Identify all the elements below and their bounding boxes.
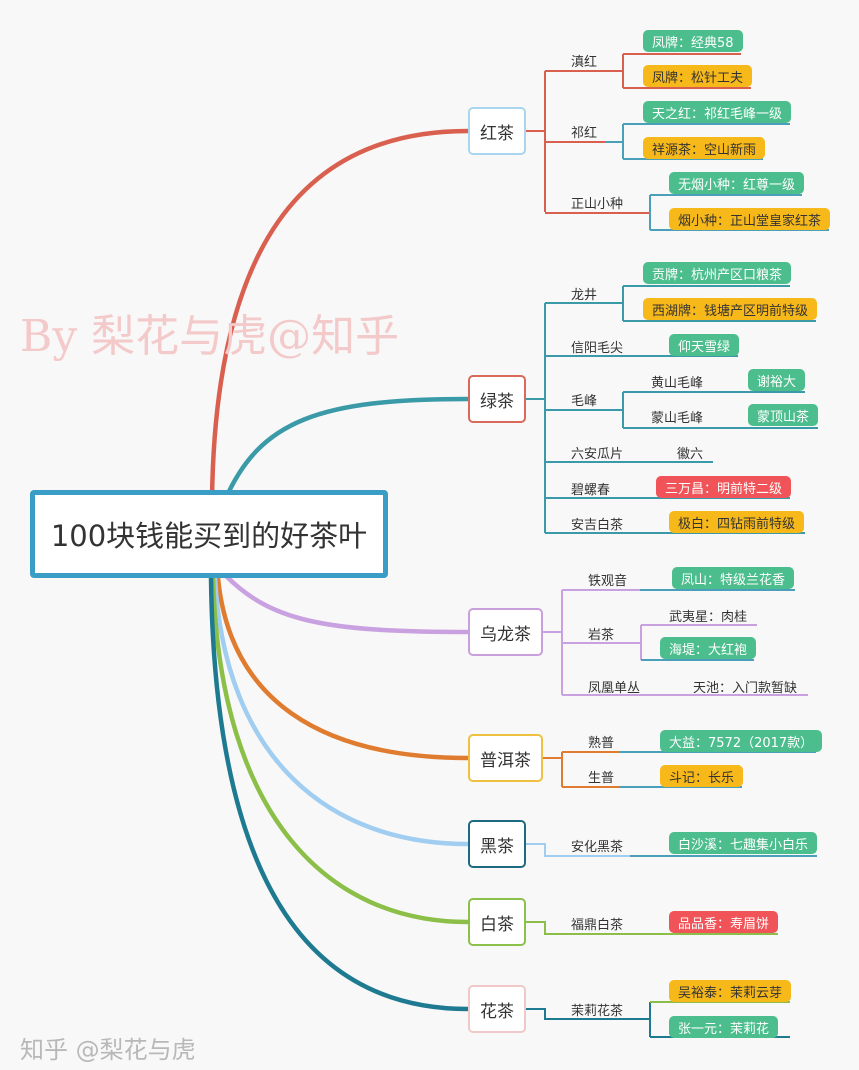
tag-item[interactable]: 海堤：大红袍	[660, 637, 757, 659]
branch-curve-heicha	[212, 575, 471, 847]
watermark: By 梨花与虎@知乎	[20, 311, 400, 362]
sub-shupu[interactable]: 熟普	[588, 736, 615, 751]
sub-huangshanmaofeng[interactable]: 黄山毛峰	[651, 376, 704, 391]
sub-mengshanmaofeng[interactable]: 蒙山毛峰	[651, 411, 704, 426]
branch-curve-wulong	[222, 572, 471, 635]
node-huacha[interactable]: 花茶	[468, 985, 526, 1033]
plain-item[interactable]: 徽六	[677, 447, 704, 462]
sub-longjing[interactable]: 龙井	[571, 288, 598, 303]
sub-fudingbaicha[interactable]: 福鼎白茶	[571, 918, 624, 933]
tag-item[interactable]: 极白：四钻雨前特级	[669, 511, 805, 533]
tag-item[interactable]: 仰天雪绿	[669, 334, 740, 356]
sub-yancha[interactable]: 岩茶	[588, 628, 615, 643]
sub-zhengshanxiaozhong[interactable]: 正山小种	[571, 197, 624, 212]
sub-maofeng[interactable]: 毛峰	[571, 394, 598, 409]
tag-item[interactable]: 白沙溪：七趣集小白乐	[669, 832, 818, 854]
tag-item[interactable]: 蒙顶山茶	[748, 404, 819, 426]
sub-molihuacha[interactable]: 茉莉花茶	[571, 1004, 624, 1019]
tag-item[interactable]: 凤牌：松针工夫	[643, 65, 753, 87]
plain-item[interactable]: 武夷星：肉桂	[669, 610, 748, 625]
branch-curve-huacha	[208, 575, 471, 1012]
tag-item[interactable]: 大益：7572（2017款）	[660, 730, 823, 752]
sub-qihong[interactable]: 祁红	[571, 126, 598, 141]
corner-watermark: 知乎 @梨花与虎	[20, 1036, 196, 1064]
node-wulongcha[interactable]: 乌龙茶	[468, 608, 543, 656]
sub-fenghuangdancong[interactable]: 凤凰单丛	[588, 681, 641, 696]
sub-dianhong[interactable]: 滇红	[571, 55, 598, 70]
sub-xinyangmaojian[interactable]: 信阳毛尖	[571, 341, 624, 356]
tag-item[interactable]: 祥源茶：空山新雨	[643, 137, 766, 159]
branch-curve-lvcha	[222, 396, 471, 503]
tag-item[interactable]: 无烟小种：红尊一级	[669, 172, 805, 194]
branch-curve-baicha	[210, 575, 471, 925]
tag-item[interactable]: 西湖牌：钱塘产区明前特级	[643, 298, 818, 320]
tag-item[interactable]: 品品香：寿眉饼	[669, 911, 779, 933]
sub-anhuaheicha[interactable]: 安化黑茶	[571, 840, 624, 855]
tag-item[interactable]: 吴裕泰：茉莉云芽	[669, 980, 792, 1002]
node-heicha[interactable]: 黑茶	[468, 820, 526, 868]
sub-tieguanyin[interactable]: 铁观音	[588, 574, 628, 589]
root-node[interactable]: 100块钱能买到的好茶叶	[30, 490, 388, 578]
tag-item[interactable]: 贡牌：杭州产区口粮茶	[643, 262, 792, 284]
sub-luanguapian[interactable]: 六安瓜片	[571, 447, 624, 462]
tag-item[interactable]: 谢裕大	[748, 369, 806, 391]
sub-anjibaicha[interactable]: 安吉白茶	[571, 518, 624, 533]
tag-item[interactable]: 烟小种：正山堂皇家红茶	[669, 208, 831, 230]
node-puercha[interactable]: 普洱茶	[468, 734, 543, 782]
branch-curve-puer	[215, 575, 471, 761]
node-hongcha[interactable]: 红茶	[468, 107, 526, 155]
plain-item[interactable]: 天池：入门款暂缺	[693, 681, 798, 696]
sub-shengpu[interactable]: 生普	[588, 771, 615, 786]
tag-item[interactable]: 张一元：茉莉花	[669, 1016, 779, 1038]
tag-item[interactable]: 三万昌：明前特二级	[656, 476, 792, 498]
branch-curve-hongcha	[209, 128, 471, 503]
tag-item[interactable]: 天之红：祁红毛峰一级	[643, 101, 792, 123]
node-lvcha[interactable]: 绿茶	[468, 375, 526, 423]
tag-item[interactable]: 凤牌：经典58	[643, 30, 743, 52]
node-baicha[interactable]: 白茶	[468, 898, 526, 946]
sub-biluochun[interactable]: 碧螺春	[571, 483, 611, 498]
tag-item[interactable]: 斗记：长乐	[660, 765, 744, 787]
tag-item[interactable]: 凤山：特级兰花香	[672, 567, 795, 589]
